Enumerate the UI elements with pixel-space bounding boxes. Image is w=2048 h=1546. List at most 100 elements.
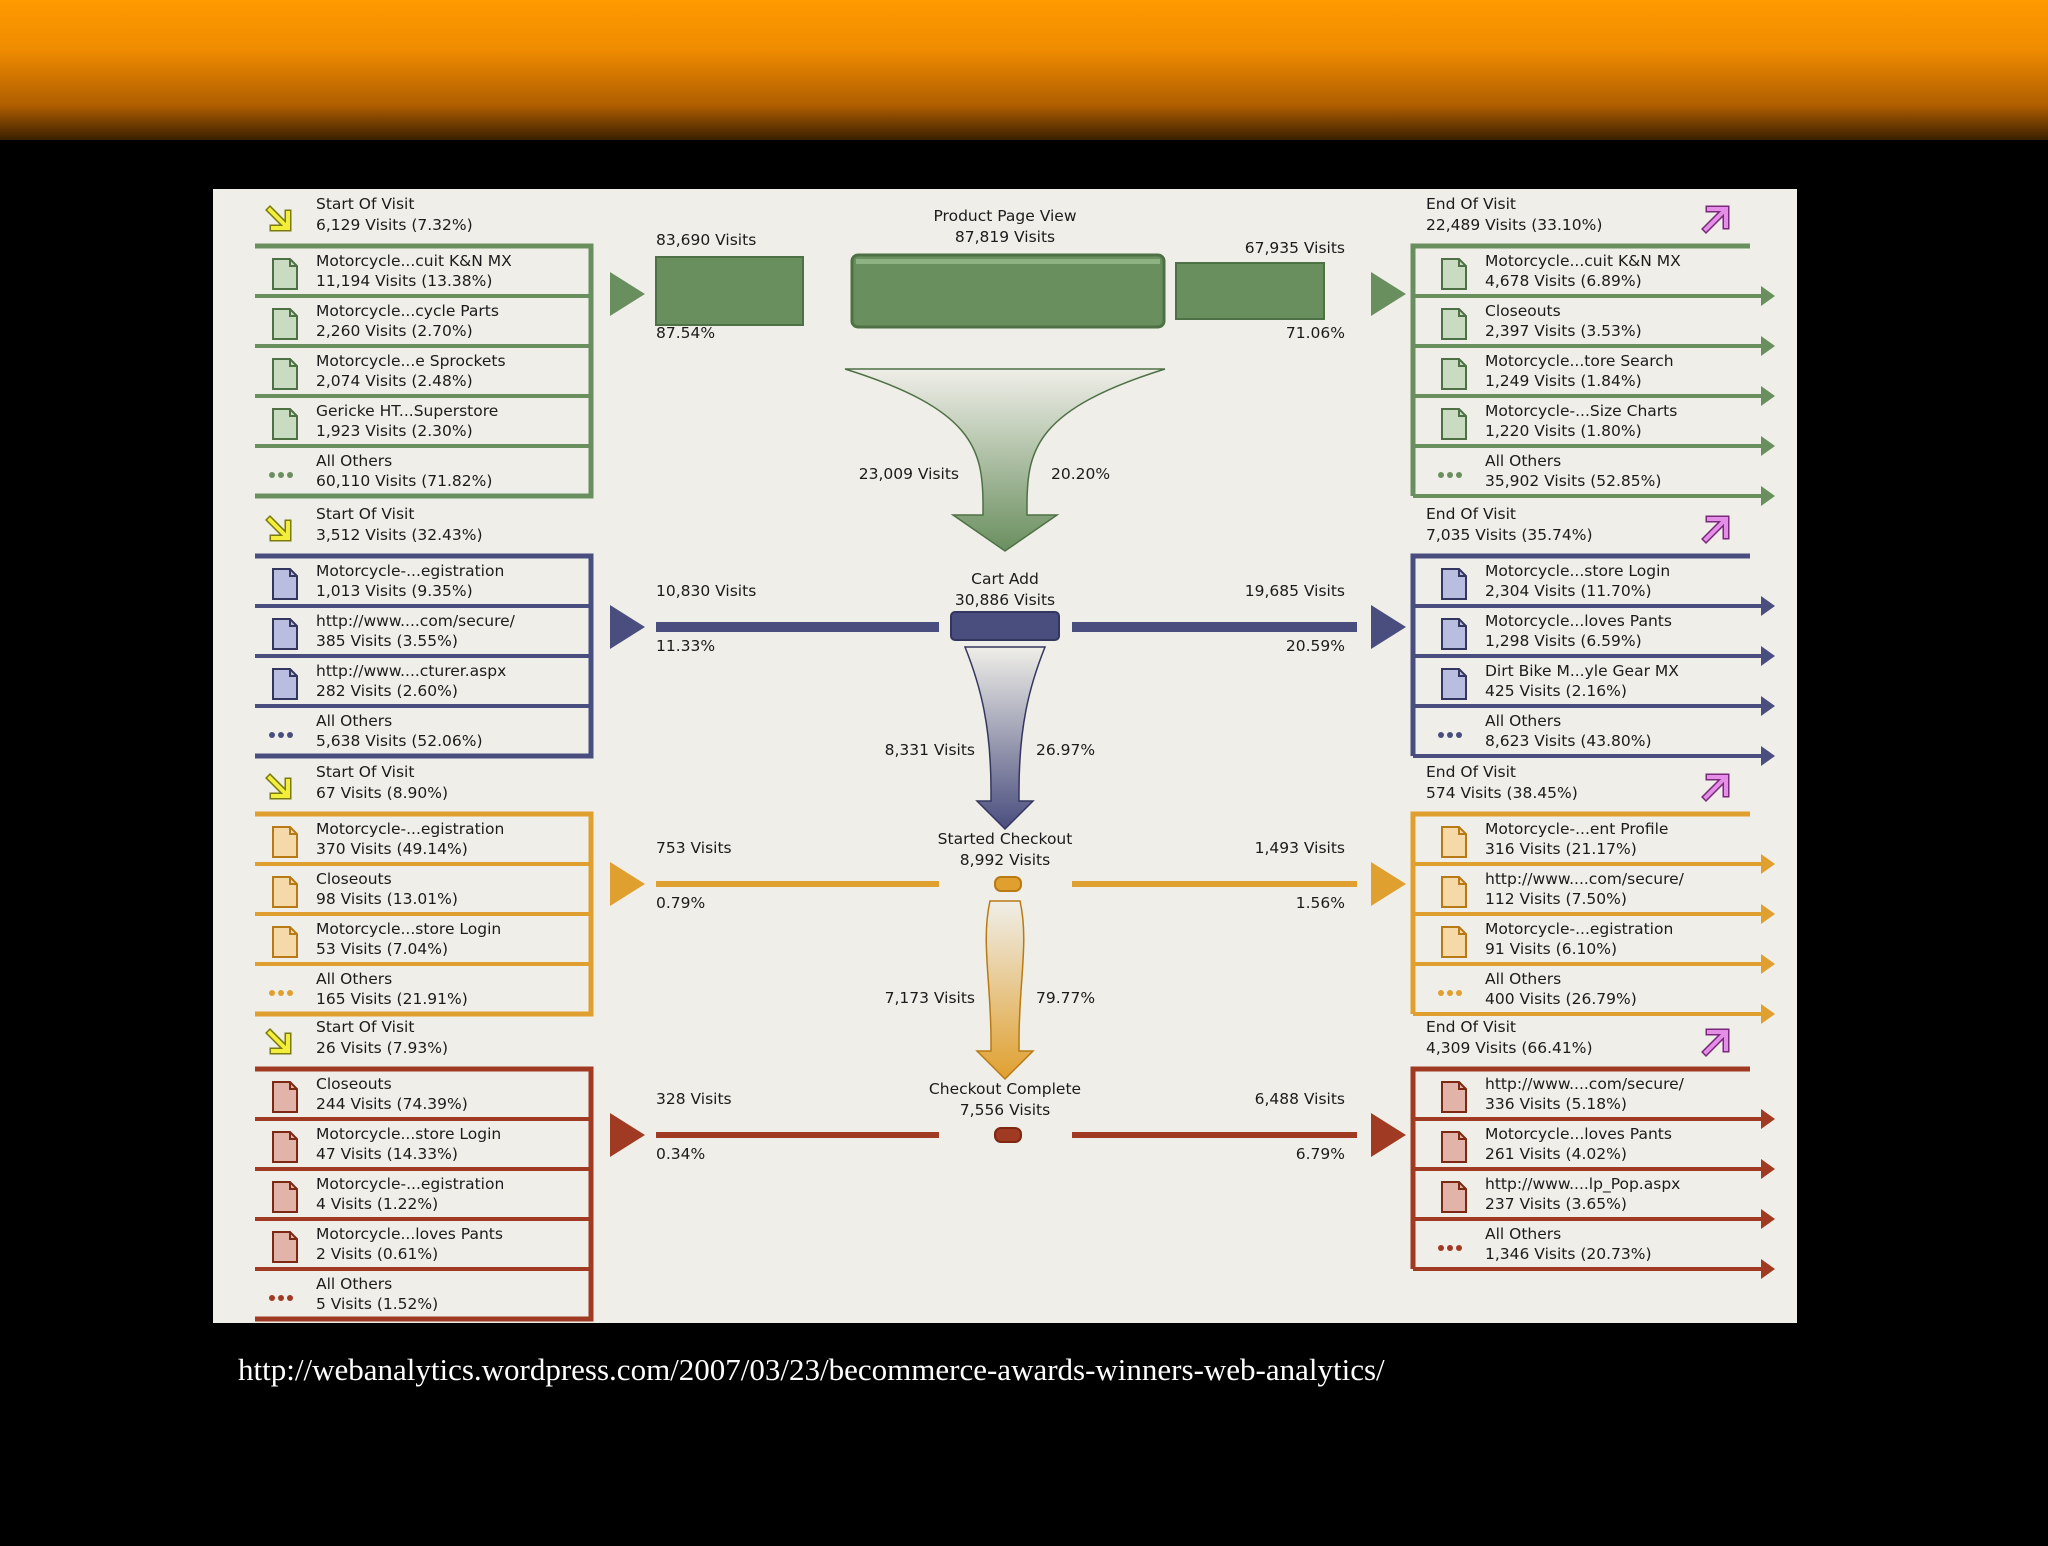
- page-icon-body: [272, 568, 298, 600]
- page-icon-body: [1441, 926, 1467, 958]
- exit-name: Motorcycle...store Login: [1485, 562, 1670, 580]
- exit-name: Motorcycle...loves Pants: [1485, 612, 1672, 630]
- page-icon: [1441, 668, 1467, 700]
- source-row[interactable]: http://www....com/secure/385 Visits (3.5…: [255, 612, 591, 658]
- page-icon-fold: [1458, 259, 1466, 267]
- incoming-visits: 753 Visits: [656, 839, 732, 857]
- funnel-visits: 8,331 Visits: [885, 741, 975, 759]
- start-arrow-icon: [265, 1028, 292, 1055]
- funnel-visits: 23,009 Visits: [859, 465, 959, 483]
- exit-row-arrow: [1761, 486, 1775, 506]
- exit-row[interactable]: Motorcycle...loves Pants 1,298 Visits (6.…: [1413, 612, 1775, 666]
- page-icon-body: [272, 308, 298, 340]
- exit-row-arrow: [1761, 646, 1775, 666]
- source-name: All Others: [316, 1275, 392, 1293]
- page-icon-fold: [1458, 409, 1466, 417]
- page-icon-body: [272, 408, 298, 440]
- source-name: Motorcycle...cycle Parts: [316, 302, 499, 320]
- more-icon-dot: [278, 732, 284, 738]
- page-icon: [272, 358, 298, 390]
- page-icon: [272, 876, 298, 908]
- funnel-arrow: [844, 368, 1166, 552]
- start-of-visit-title: Start Of Visit: [316, 763, 414, 781]
- more-icon-dot: [1456, 472, 1462, 478]
- page-icon-fold: [289, 1082, 297, 1090]
- page-icon-body: [1441, 618, 1467, 650]
- source-name: Closeouts: [316, 1075, 392, 1093]
- exit-row[interactable]: http://www....com/secure/112 Visits (7.5…: [1413, 870, 1775, 924]
- exit-name: Motorcycle-...Size Charts: [1485, 402, 1677, 420]
- page-icon: [1441, 308, 1467, 340]
- outgoing-bar: [1072, 622, 1357, 632]
- outgoing-pct: 20.59%: [1286, 637, 1345, 655]
- exits-bracket: [1410, 553, 1750, 756]
- start-arrow-fill: [267, 775, 290, 798]
- incoming-bar: [656, 881, 939, 887]
- more-icon-dot: [1438, 472, 1444, 478]
- exit-row[interactable]: http://www....com/secure/336 Visits (5.1…: [1413, 1075, 1775, 1129]
- exit-value: 8,623 Visits (43.80%): [1485, 732, 1652, 750]
- page-icon-fold: [289, 1232, 297, 1240]
- page-icon-fold: [289, 569, 297, 577]
- funnel-diagram: Start Of Visit 6,129 Visits (7.32%) Motorc…: [255, 195, 1775, 1322]
- page-icon-body: [1441, 408, 1467, 440]
- source-name: Motorcycle-...egistration: [316, 820, 504, 838]
- source-name: Motorcycle...e Sprockets: [316, 352, 506, 370]
- exit-value: 2,397 Visits (3.53%): [1485, 322, 1642, 340]
- page-icon-body: [272, 1131, 298, 1163]
- more-icon-dot: [287, 732, 293, 738]
- start-of-visit-value: 6,129 Visits (7.32%): [316, 216, 473, 234]
- entry-arrow: [610, 605, 645, 649]
- exit-row[interactable]: Motorcycle...cuit K&N MX4,678 Visits (6.…: [1413, 252, 1775, 306]
- stage-name: Cart Add: [971, 570, 1039, 588]
- page-icon: [272, 1231, 298, 1263]
- exit-name: All Others: [1485, 712, 1561, 730]
- exit-row-arrow: [1761, 954, 1775, 974]
- source-url[interactable]: http://webanalytics.wordpress.com/2007/0…: [238, 1352, 1385, 1387]
- stage-visits: 7,556 Visits: [960, 1101, 1050, 1119]
- page-icon-body: [272, 876, 298, 908]
- exit-value: 1,298 Visits (6.59%): [1485, 632, 1642, 650]
- page-icon-body: [272, 1081, 298, 1113]
- source-value: 4 Visits (1.22%): [316, 1195, 438, 1213]
- funnel-visits: 7,173 Visits: [885, 989, 975, 1007]
- exit-row[interactable]: All Others 8,623 Visits (43.80%): [1413, 712, 1775, 766]
- more-icon-dot: [269, 472, 275, 478]
